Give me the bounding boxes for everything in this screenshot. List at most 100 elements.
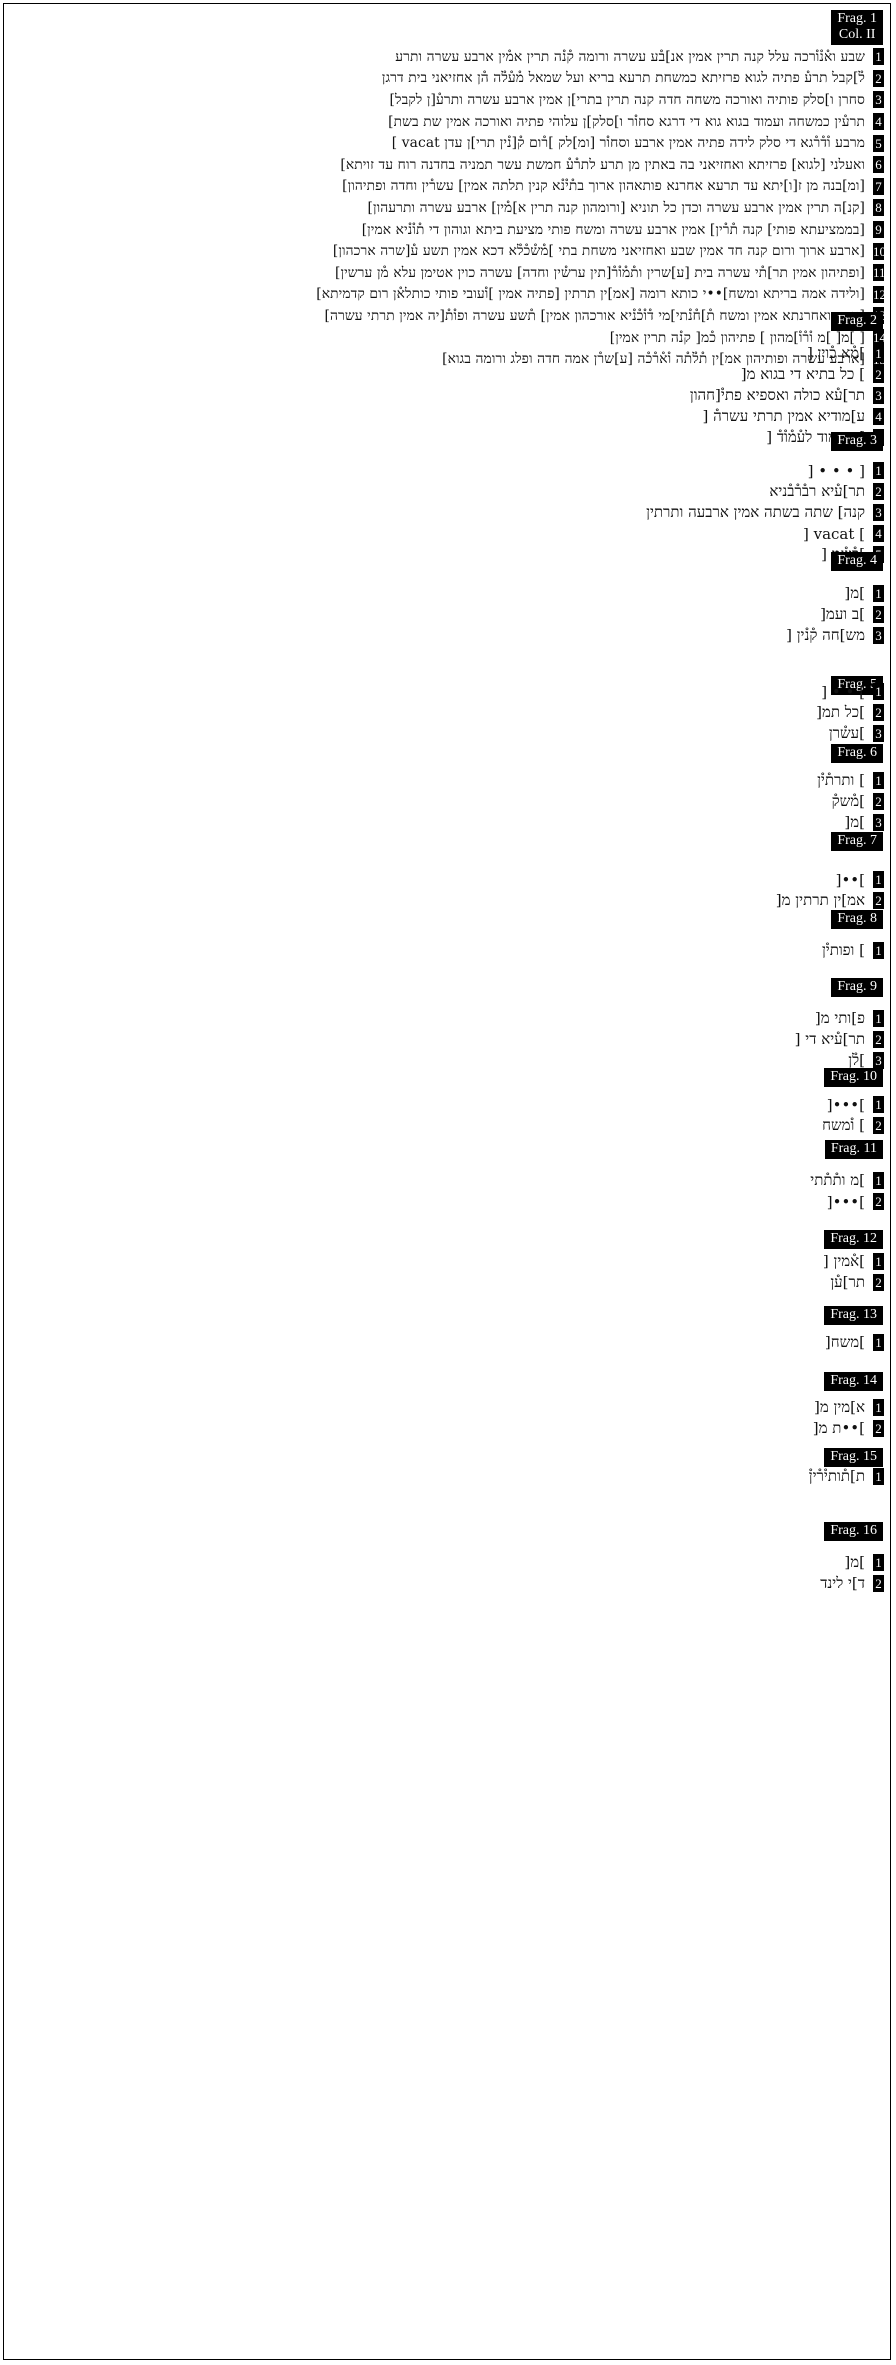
line-text: ]מ ות֯ת֯תי (810, 1171, 865, 1189)
fragment-label-text: Frag. 15 (830, 1449, 877, 1464)
text-line: 1]מ[ (786, 583, 884, 604)
text-line: 14[ ]מ[ ]מ ו֯ר֯ו֯]מהון ] פתיהון כ֯מ[ קנ֯… (316, 327, 886, 349)
text-line: 2]ב ועמ[ (786, 604, 884, 625)
fragment-label-text: Frag. 1 (837, 11, 877, 26)
page-frame (3, 3, 891, 2360)
line-text: ת]ת֯ותי֯ר֯ין֯ (808, 1467, 865, 1485)
line-number: 2 (873, 1193, 884, 1210)
line-number: 14 (873, 329, 886, 347)
line-text: ] ותרת֯י֯ן (817, 771, 865, 789)
line-number: 6 (873, 156, 884, 174)
line-number: 2 (873, 366, 884, 383)
line-text: ]מ[ (844, 813, 865, 831)
line-number: 1 (873, 1253, 884, 1270)
line-number: 7 (873, 177, 884, 195)
line-text: ]מ[ (844, 1553, 865, 1571)
line-number: 1 (873, 683, 884, 700)
line-number: 2 (873, 1031, 884, 1048)
text-line: 10[ארבע ארוך ורום קנה חד אמין שבע ואחזיא… (316, 240, 886, 262)
fragment-label: Frag. 4 (831, 552, 883, 571)
line-text: ] ו֯משח (822, 1116, 865, 1134)
line-number: 3 (873, 387, 884, 404)
text-line: 3]מ[ (817, 812, 884, 833)
fragment-label-text: Frag. 13 (830, 1307, 877, 1322)
line-text: תר]ע֯ן (830, 1273, 865, 1291)
line-number: 2 (873, 1117, 884, 1134)
line-text: תר]ע֯יא די [ (794, 1030, 865, 1048)
line-number: 4 (873, 113, 884, 131)
fragment-lines: 1]משח[ (825, 1332, 884, 1353)
line-text: ]עש֯רן (828, 724, 865, 742)
fragment-label: Frag. 11 (824, 1140, 883, 1159)
line-number: 3 (873, 725, 884, 742)
line-text: ]מ֯א כ֯וין [ (806, 344, 865, 362)
line-text: [ומ]בנה מן ז[ו]יתא עד תרעא אחרנא פותאהון… (342, 178, 865, 195)
line-number: 1 (873, 1399, 884, 1416)
text-line: 1]••[ (776, 869, 884, 890)
line-number: 2 (873, 704, 884, 721)
line-text: ]מ֯שק֯ (831, 792, 865, 810)
fragment-label-text: Frag. 12 (830, 1231, 877, 1246)
line-text: סחרן ו]סלק פותיה ואורכה משחה חדה קנה תרי… (389, 91, 865, 108)
line-number: 1 (873, 1172, 884, 1189)
text-line: 2 ]•••[ (810, 1191, 884, 1212)
line-number: 3 (873, 1052, 884, 1069)
line-text: תרע֯ין כמשחה ועמוד בגוא גוא די דרגא סחו֯… (388, 113, 865, 130)
text-line: 1]משח[ (825, 1332, 884, 1353)
line-text: קנה] שתה בשתה אמין ארבעה ותרתין (646, 503, 865, 521)
line-number: 2 (873, 606, 884, 623)
text-line: 2 ]מ֯שק֯ (817, 791, 884, 812)
text-line: 3]ל֯ן (795, 1050, 884, 1071)
line-text: [אמין ואחרנתא אמין ומשח ת֯]ח֯נ֯תי]מי ד֯ו… (324, 307, 865, 324)
text-line: 2 תר]ע֯יא די [ (795, 1029, 884, 1050)
text-line: 11[ופתיהון אמין תר]ת֯י עשרה בית [ע]שרין … (316, 262, 886, 284)
line-number: 10 (873, 242, 886, 260)
fragment-label-text: Frag. 16 (830, 1523, 877, 1538)
line-text: ואעלני [לגוא] פרזיתא ואחזיאני בה באתין מ… (340, 156, 865, 173)
line-text: אמ]ין תרתין מ[ (775, 891, 865, 909)
line-number: 2 (873, 1420, 884, 1437)
fragment-label: Frag. 7 (831, 832, 883, 851)
text-line: 1 ]מ ות֯ת֯תי (810, 1170, 884, 1191)
fragment-lines: 1 ]מ ות֯ת֯תי 2 ]•••[ (810, 1170, 884, 1212)
text-line: 7 [ומ]בנה מן ז[ו]יתא עד תרעא אחרנא פותאהו… (316, 176, 884, 198)
line-number: 1 (873, 1096, 884, 1113)
line-text: ]משח[ (824, 1333, 865, 1351)
fragment-label-text: Frag. 3 (837, 433, 877, 448)
line-number: 2 (873, 483, 884, 500)
fragment-label: Frag. 13 (824, 1306, 883, 1325)
line-number: 1 (873, 871, 884, 888)
line-text: ל֯]קבל תרע֯ פתיה לגוא פרזיתא כמשחת תרעא … (381, 70, 865, 87)
fragment-label: Frag. 16 (824, 1522, 883, 1541)
line-number: 3 (873, 627, 884, 644)
line-text: [קנ]ה תרין אמין ארבע עשרה וכדן כל תוניא … (367, 199, 865, 216)
text-line: 1 ]מ[ (820, 1552, 884, 1573)
text-line: 2]••ת מ[ (813, 1418, 884, 1439)
fragment-label: Frag. 15 (824, 1448, 883, 1467)
line-text: ]•••[ (826, 1192, 865, 1211)
line-text: ] כל בתיא די בגוא מ[ (740, 365, 865, 383)
fragment-label-text: Frag. 9 (837, 979, 877, 994)
line-number: 1 (873, 1554, 884, 1571)
line-text: [ארבע עשרה ופותיהון אמ]ין ת֯ל֯ת֯ה ו֯א֯ר֯… (442, 351, 865, 368)
line-number: 2 (873, 793, 884, 810)
fragment-lines: 1 ] • • [ 2 ]כל תמ[ 3 ]עש֯רן (816, 681, 884, 744)
line-text: ]כל תמ[ (816, 703, 865, 721)
text-line: 3 ]עש֯רן (816, 723, 884, 744)
line-text: ] • • [ (821, 682, 865, 701)
line-number: 8 (873, 199, 884, 217)
text-line: 2 ] כל בתיא די בגוא מ[ (690, 364, 884, 385)
text-line: 9[בממציעתא פותי] קנה ת֯ר֯ין] אמין ארבע ע… (316, 219, 884, 241)
